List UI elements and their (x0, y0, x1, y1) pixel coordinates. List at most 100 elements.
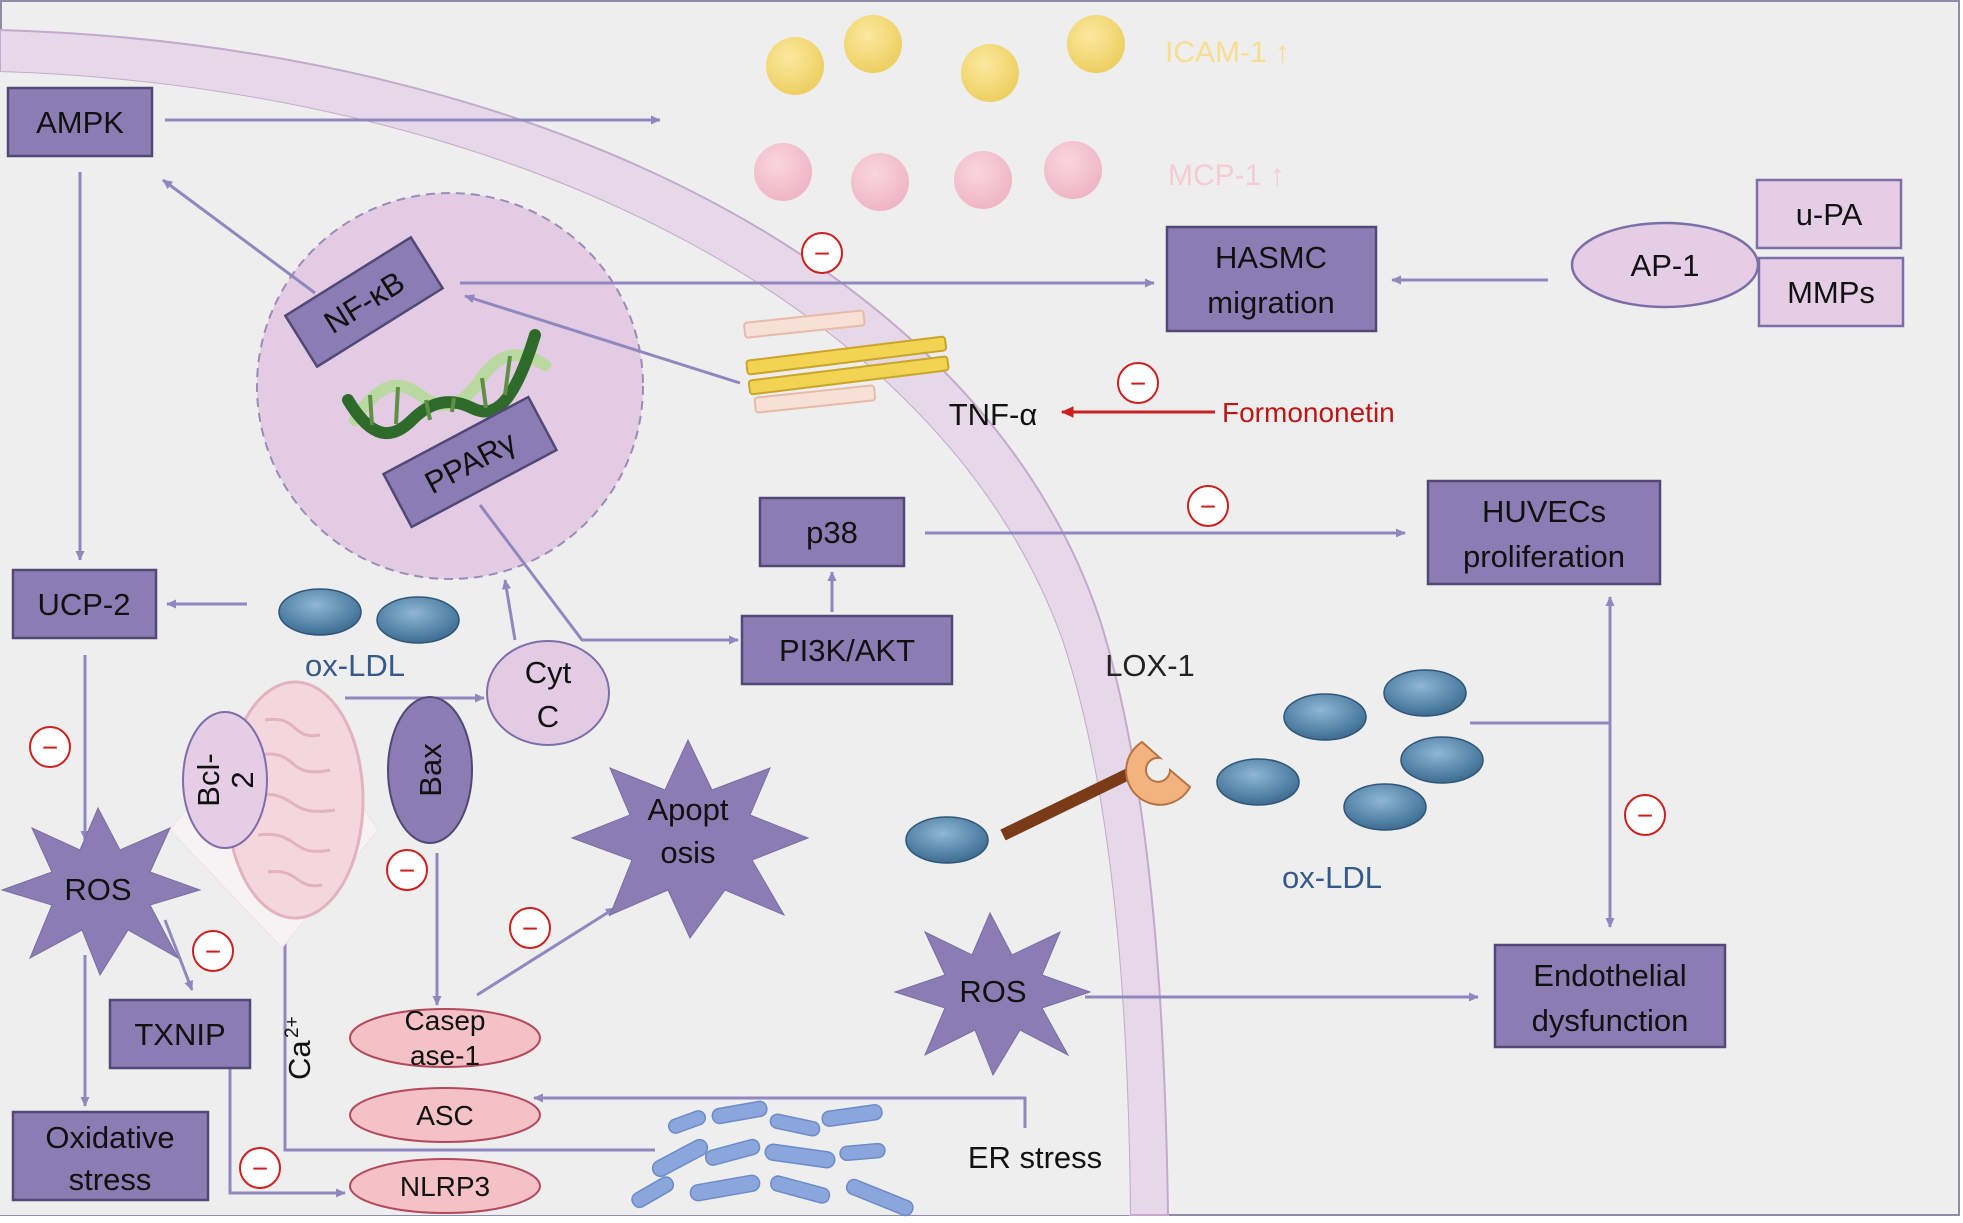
ros-star-left: ROS (0, 806, 202, 977)
huvec-label-1: HUVECs (1482, 494, 1606, 529)
svg-text:−: − (1200, 491, 1216, 522)
svg-text:−: − (1130, 368, 1146, 399)
svg-text:−: − (399, 855, 415, 886)
hasmc-box: HASMC migration (1165, 225, 1378, 333)
oxldl-particles-left (278, 588, 460, 644)
mmps-box: MMPs (1757, 256, 1905, 328)
ucp2-box: UCP-2 (11, 568, 158, 640)
icam-label: ICAM-1 ↑ (1165, 36, 1290, 69)
inhibit-marker-hasmc: − (801, 232, 843, 274)
dna-helix-icon (342, 329, 551, 440)
lox1-receptor-icon (1000, 740, 1192, 841)
ap1-label: AP-1 (1631, 248, 1700, 283)
arrow-cytc-to-nucleus (501, 579, 517, 641)
upa-box: u-PA (1755, 178, 1903, 250)
oxldl-label-left: ox-LDL (305, 648, 405, 683)
ros-right-label: ROS (959, 974, 1026, 1009)
bcl2-oval: Bcl- 2 (182, 711, 268, 849)
huvec-label-2: proliferation (1463, 539, 1625, 574)
arrow-receptor-to-nfkb (464, 294, 741, 385)
hasmc-label-2: migration (1207, 285, 1335, 320)
inhibit-marker-bax: − (386, 849, 428, 891)
icam-particles (766, 15, 1125, 102)
lox1-label: LOX-1 (1105, 648, 1195, 683)
mcp-label: MCP-1 ↑ (1168, 159, 1285, 192)
tnf-label: TNF-α (949, 397, 1038, 432)
oxidative-label-1: Oxidative (45, 1120, 174, 1155)
huvec-box: HUVECs proliferation (1426, 479, 1662, 586)
svg-text:−: − (42, 732, 58, 763)
apoptosis-star: Apopt osis (570, 738, 810, 939)
bcl2-label-1: Bcl- (191, 753, 226, 806)
er-stress-label: ER stress (968, 1140, 1102, 1175)
pi3k-label: PI3K/AKT (779, 633, 915, 668)
svg-text:−: − (252, 1153, 268, 1184)
arrow-er-to-mito (280, 927, 655, 1152)
svg-text:−: − (1637, 800, 1653, 831)
ap1-oval: AP-1 (1570, 221, 1760, 309)
mmps-label: MMPs (1787, 275, 1875, 310)
arrows (75, 115, 1615, 1198)
caspase-label-2: ase-1 (410, 1040, 480, 1071)
endothelial-label-1: Endothelial (1533, 958, 1686, 993)
p38-box: p38 (758, 496, 906, 568)
cytc-oval: Cyt C (486, 640, 610, 746)
arrow-txnip-to-nlrp3 (228, 1069, 346, 1198)
arrow-erstress-to-asc (533, 1093, 1027, 1128)
oxldl-particles-right (905, 669, 1484, 864)
svg-text:−: − (522, 913, 538, 944)
nucleus (256, 192, 644, 580)
inhibit-marker-endothelial: − (1624, 794, 1666, 836)
calcium-label: Ca 2+ (282, 1016, 317, 1080)
arrow-ppar-to-pi3k (478, 504, 739, 645)
cytc-label-2: C (537, 699, 559, 734)
oxldl-label-right: ox-LDL (1282, 860, 1382, 895)
ca-sup-label: 2+ (282, 1016, 303, 1038)
inhibit-marker-nlrp3: − (239, 1147, 281, 1189)
ucp2-label: UCP-2 (37, 587, 130, 622)
formononetin-label: Formononetin (1222, 397, 1395, 428)
apoptosis-label-2: osis (660, 835, 715, 870)
caspase-oval: Casep ase-1 (349, 1005, 541, 1071)
oxidative-label-2: stress (69, 1162, 152, 1197)
arrow-nfkb-to-ampk (162, 178, 316, 295)
txnip-box: TXNIP (108, 998, 252, 1070)
inhibit-marker-txnip: − (192, 930, 234, 972)
caspase-label-1: Casep (405, 1005, 486, 1036)
nlrp3-oval: NLRP3 (349, 1158, 541, 1214)
cytc-label-1: Cyt (525, 655, 572, 690)
hasmc-label-1: HASMC (1215, 240, 1327, 275)
asc-oval: ASC (349, 1087, 541, 1143)
ampk-label: AMPK (36, 105, 124, 140)
ca-label: Ca (282, 1040, 317, 1080)
bax-oval: Bax (387, 696, 473, 844)
apoptosis-label-1: Apopt (647, 792, 728, 827)
ros-left-label: ROS (64, 872, 131, 907)
oxidative-stress-box: Oxidative stress (11, 1110, 210, 1202)
svg-text:−: − (205, 936, 221, 967)
svg-text:−: − (814, 238, 830, 269)
inhibit-markers: − − − − − − − − − (29, 232, 1666, 1189)
endothelial-box: Endothelial dysfunction (1493, 943, 1727, 1049)
mcp-particles (754, 141, 1102, 211)
inhibit-marker-huvec: − (1187, 485, 1229, 527)
pi3k-box: PI3K/AKT (740, 614, 954, 686)
inhibit-marker-apoptosis: − (509, 907, 551, 949)
bax-label: Bax (413, 743, 448, 797)
nlrp3-label: NLRP3 (400, 1171, 490, 1202)
upa-label: u-PA (1796, 197, 1863, 232)
inhibit-marker-tnf: − (1117, 362, 1159, 404)
arrow-caspase-to-apoptosis (476, 906, 616, 997)
endoplasmic-reticulum-icon (631, 1100, 914, 1217)
ros-star-right: ROS (893, 911, 1092, 1077)
endothelial-label-2: dysfunction (1532, 1003, 1689, 1038)
inhibit-marker-ucp2-ros: − (29, 726, 71, 768)
p38-label: p38 (806, 515, 858, 550)
asc-label: ASC (416, 1100, 474, 1131)
txnip-label: TXNIP (134, 1017, 225, 1052)
tnf-receptor-icon (743, 309, 950, 414)
ampk-box: AMPK (6, 86, 154, 158)
arrow-ros-to-txnip (163, 919, 194, 991)
